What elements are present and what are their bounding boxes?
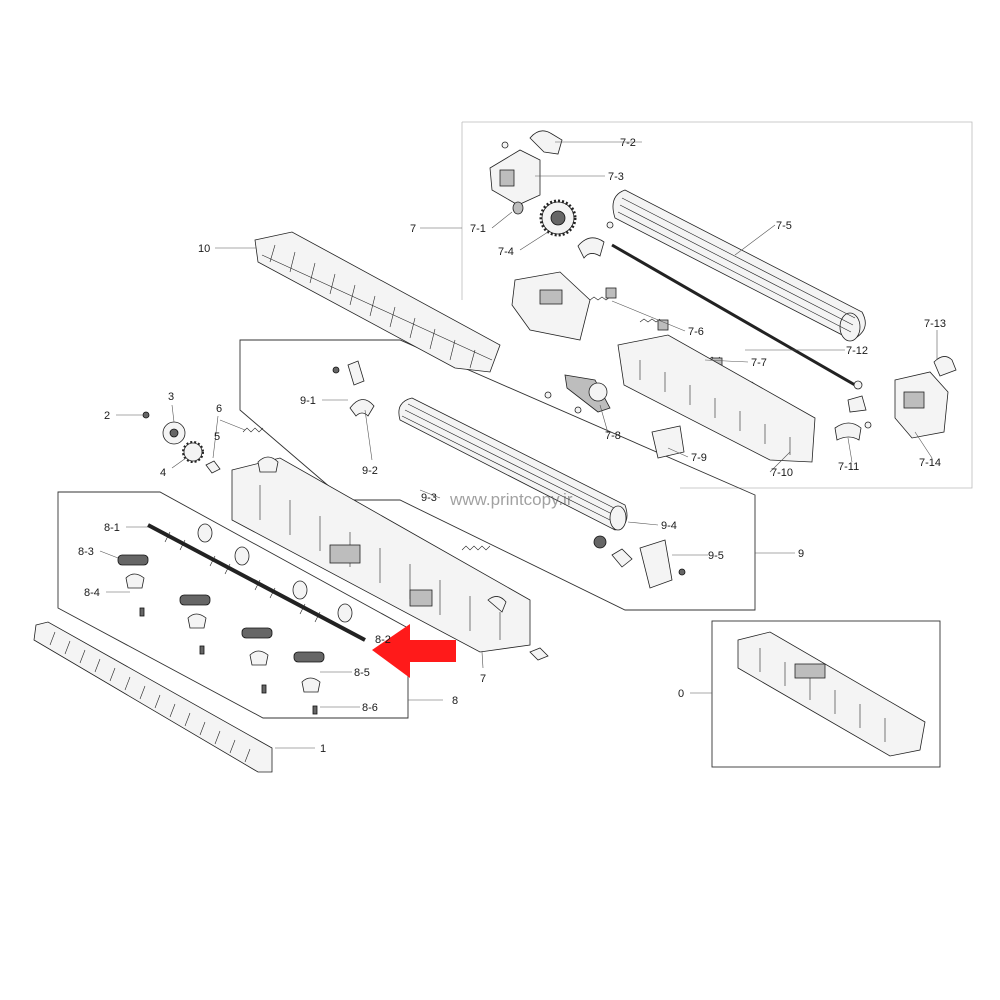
red-arrow-pointer (372, 624, 456, 678)
callout-3: 3 (168, 391, 174, 403)
group-7-frame (462, 121, 973, 489)
group-0-frame (711, 620, 941, 768)
parts-2-to-6 (142, 411, 264, 474)
callout-9: 9 (798, 548, 804, 560)
callout-4: 4 (160, 467, 166, 479)
callout-9-5: 9-5 (708, 550, 724, 562)
callout-7-11: 7-11 (838, 461, 859, 473)
callout-9-1: 9-1 (300, 395, 316, 407)
callout-7-4: 7-4 (498, 246, 514, 258)
callout-7-center: 7 (480, 673, 486, 685)
callout-6: 6 (216, 403, 222, 415)
callout-8-5: 8-5 (354, 667, 370, 679)
callout-7-7: 7-7 (751, 357, 767, 369)
callout-7-3: 7-3 (608, 171, 624, 183)
callout-7-8: 7-8 (605, 430, 621, 442)
callout-7-6: 7-6 (688, 326, 704, 338)
callout-labels: 7-2 7-3 7 7-1 7-4 7-5 7-6 7-7 7-12 7-13 … (78, 137, 946, 755)
callout-8-3: 8-3 (78, 546, 94, 558)
callout-9-2: 9-2 (362, 465, 378, 477)
callout-5: 5 (214, 431, 220, 443)
callout-8-2: 8-2 (375, 634, 391, 646)
callout-8: 8 (452, 695, 458, 707)
callout-9-4: 9-4 (661, 520, 677, 532)
callout-8-1: 8-1 (104, 522, 120, 534)
callout-7-13: 7-13 (924, 318, 946, 330)
callout-7-5: 7-5 (776, 220, 792, 232)
callout-2: 2 (104, 410, 110, 422)
callout-7-10: 7-10 (771, 467, 793, 479)
group-8-frame (57, 491, 409, 719)
callout-7-14: 7-14 (919, 457, 941, 469)
callout-7-12: 7-12 (846, 345, 868, 357)
callout-7-2: 7-2 (620, 137, 636, 149)
callout-8-6: 8-6 (362, 702, 378, 714)
watermark: www.printcopy.ir (449, 490, 573, 509)
callout-9-3: 9-3 (421, 492, 437, 504)
leader-lines (99, 141, 938, 749)
callout-7: 7 (410, 223, 416, 235)
group-9-frame (239, 339, 756, 611)
callout-10: 10 (198, 243, 210, 255)
fuser-main-frame (231, 456, 549, 661)
part-7-subassembly (489, 130, 957, 463)
callout-1: 1 (320, 743, 326, 755)
part-9-subassembly (332, 360, 686, 589)
part-8-exit-rollers (117, 523, 366, 715)
callout-7-1: 7-1 (470, 223, 486, 235)
callout-8-4: 8-4 (84, 587, 100, 599)
callout-7-9: 7-9 (691, 452, 707, 464)
part-0-fuser-unit (737, 631, 926, 757)
part-10-guide (254, 231, 501, 373)
part-1-exit-guide (33, 621, 273, 773)
callout-0: 0 (678, 688, 684, 700)
